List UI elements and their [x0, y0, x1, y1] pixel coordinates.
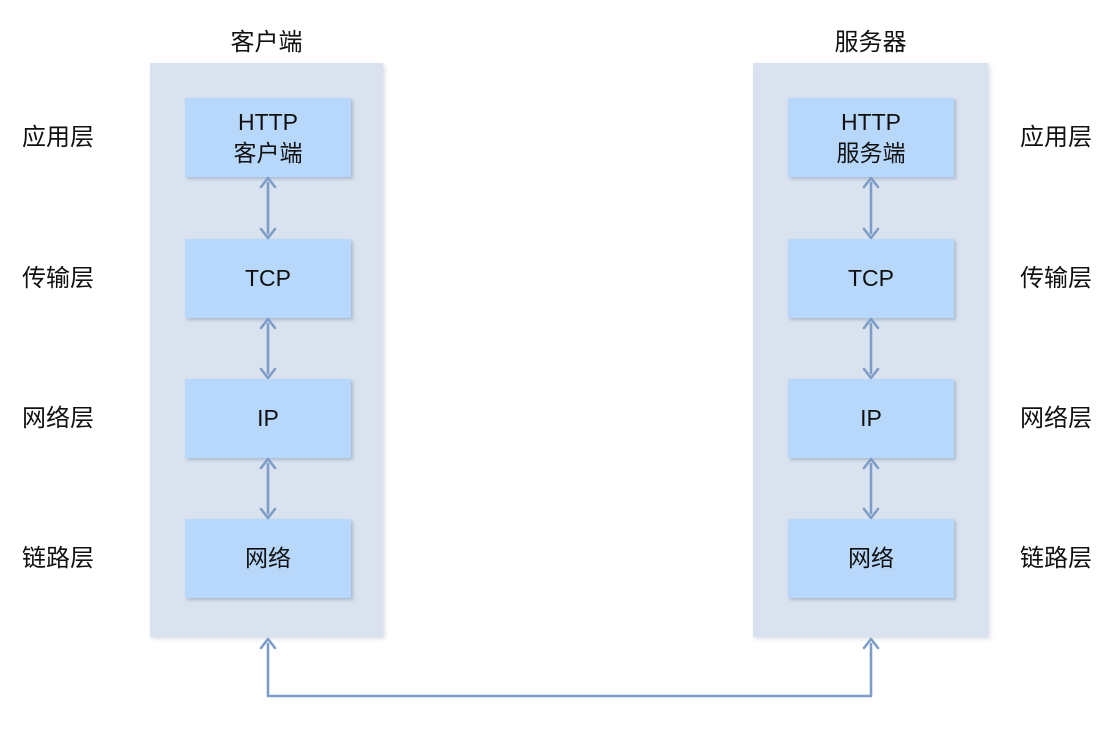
layer-label-application-right: 应用层	[1020, 124, 1092, 151]
server-ip-box: IP	[788, 379, 954, 458]
layer-label-application-left: 应用层	[22, 124, 94, 151]
layer-label-link-right: 链路层	[1020, 545, 1092, 572]
client-title: 客户端	[230, 29, 303, 56]
server-tcp-box: TCP	[788, 239, 954, 318]
server-title: 服务器	[834, 29, 907, 56]
physical-link-connector	[259, 637, 880, 698]
server-tcp-box-label: TCP	[848, 265, 894, 291]
server-http-box-line2: 服务端	[836, 139, 906, 166]
layer-label-transport-left: 传输层	[22, 265, 94, 292]
client-tcp-box: TCP	[185, 239, 351, 318]
server-http-box: HTTP 服务端	[788, 98, 954, 177]
client-http-box-line2: 客户端	[233, 139, 303, 166]
client-ip-box-label: IP	[257, 405, 279, 431]
layer-label-transport-right: 传输层	[1020, 265, 1092, 292]
client-network-box-label: 网络	[245, 545, 291, 571]
server-network-box: 网络	[788, 519, 954, 598]
server-ip-box-label: IP	[860, 405, 882, 431]
client-http-box: HTTP 客户端	[185, 98, 351, 177]
server-network-box-label: 网络	[848, 545, 894, 571]
client-http-box-line1: HTTP	[237, 108, 299, 135]
layer-label-link-left: 链路层	[22, 545, 94, 572]
client-network-box: 网络	[185, 519, 351, 598]
client-ip-box: IP	[185, 379, 351, 458]
layer-label-network-left: 网络层	[22, 405, 94, 432]
layer-label-network-right: 网络层	[1020, 405, 1092, 432]
server-http-box-line1: HTTP	[840, 108, 902, 135]
client-tcp-box-label: TCP	[245, 265, 291, 291]
